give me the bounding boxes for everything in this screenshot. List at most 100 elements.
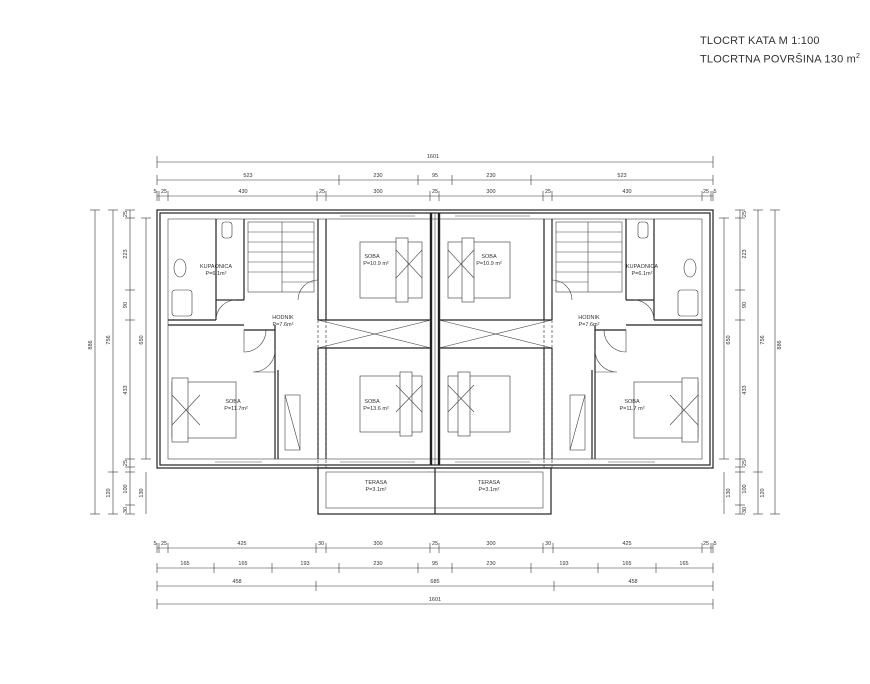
dim-top-430b: 430 (622, 189, 631, 195)
label-soba-left: SOBA (225, 399, 241, 405)
dim-left-90: 90 (123, 302, 129, 308)
dim-top-25b: 25 (319, 189, 325, 195)
dim-top-25d: 25 (545, 189, 551, 195)
washbasin-icon (173, 258, 187, 278)
bed-icon (359, 241, 423, 299)
dim-right-30: 30 (742, 507, 748, 513)
dim-bot2-193b: 193 (559, 561, 568, 567)
dim-top-300b: 300 (486, 189, 495, 195)
top-dimensions: 1601 523 230 95 230 523 5 25 430 25 300 … (153, 154, 717, 201)
dim-top-25c: 25 (432, 189, 438, 195)
building-walls (156, 209, 714, 469)
bathtub-icon (171, 289, 193, 317)
furniture (171, 237, 699, 443)
bed-icon-2 (447, 241, 511, 299)
wardrobe-icon (171, 377, 189, 443)
label-kupaonica-left: KUPAONICA (200, 264, 232, 270)
dim-bot-total: 1601 (429, 597, 441, 603)
nightstand-icon (395, 237, 409, 303)
area-soba-top-right: P=10.9 m² (476, 261, 502, 267)
dim-right-90: 90 (742, 302, 748, 308)
dim-bot2-193a: 193 (300, 561, 309, 567)
label-soba-top-left: SOBA (364, 254, 380, 260)
dim-bot2-165b: 165 (238, 561, 247, 567)
dim-top-5b: 5 (713, 189, 716, 195)
dim-left-100: 100 (123, 484, 129, 493)
dim-bot-25a: 25 (161, 541, 167, 547)
dim-left-120: 120 (106, 488, 112, 497)
dim-top-total: 1601 (427, 154, 439, 160)
bottom-dimensions: 5 25 425 30 300 25 300 30 425 25 5 165 1… (153, 541, 717, 609)
stairs-right (555, 221, 623, 293)
dim-top-300a: 300 (373, 189, 382, 195)
washbasin-icon-right (683, 258, 697, 278)
toilet-icon (221, 221, 233, 239)
dim-top-95: 95 (432, 173, 438, 179)
area-soba-top-left: P=10.9 m² (363, 261, 389, 267)
label-terasa-right: TERASA (478, 480, 500, 486)
dim-right-433: 433 (742, 385, 748, 394)
dim-left-25a: 25 (123, 211, 129, 217)
dim-right-223: 223 (742, 249, 748, 258)
label-soba-center-left: SOBA (364, 399, 380, 405)
dim-right-130: 130 (726, 488, 732, 497)
dim-bot-25c: 25 (703, 541, 709, 547)
dim-left-25b: 25 (123, 460, 129, 466)
dim-left-223: 223 (123, 249, 129, 258)
bathroom-fixtures (171, 221, 699, 317)
dim-left-30: 30 (123, 507, 129, 513)
dim-top-430a: 430 (238, 189, 247, 195)
dim-bot2-230b: 230 (486, 561, 495, 567)
dim-left-433: 433 (123, 385, 129, 394)
dim-bot-30b: 30 (545, 541, 551, 547)
dim-bot2-165d: 165 (679, 561, 688, 567)
wardrobe-icon-2 (399, 371, 413, 437)
right-dimensions: 886 756 120 25 223 90 433 25 100 30 650 … (719, 209, 783, 515)
dim-left-650: 650 (139, 335, 145, 344)
area-hodnik-right: P=7.6m² (579, 322, 600, 328)
title-block: TLOCRT KATA M 1:100 TLOCRTNA POVRŠINA 13… (700, 34, 860, 68)
area-soba-right: P=11.7 m² (619, 406, 644, 412)
area-kupaonica-right: P=6.1m² (632, 271, 653, 277)
doors (215, 279, 655, 451)
dim-bot-300a: 300 (373, 541, 382, 547)
dim-right-120: 120 (760, 488, 766, 497)
area-soba-center-left: P=13.6 m² (363, 406, 389, 412)
dim-left-886: 886 (88, 340, 94, 349)
dim-right-756: 756 (760, 335, 766, 344)
dim-top-230a: 230 (373, 173, 382, 179)
dim-bot2-95: 95 (432, 561, 438, 567)
label-terasa-left: TERASA (365, 480, 387, 486)
dim-top-230b: 230 (486, 173, 495, 179)
nightstand-icon-2 (461, 237, 475, 303)
dim-right-25a: 25 (742, 211, 748, 217)
area-terasa-left: P=3.1m² (366, 487, 387, 493)
dim-bot2-165c: 165 (622, 561, 631, 567)
dim-bot3-458a: 458 (232, 579, 241, 585)
room-labels: KUPAONICA P=6.1m² SOBA P=10.9 m² SOBA P=… (200, 254, 658, 493)
dim-left-130: 130 (139, 488, 145, 497)
dim-bot-30a: 30 (318, 541, 324, 547)
area-kupaonica-left: P=6.1m² (206, 271, 227, 277)
dim-top-523a: 523 (243, 173, 252, 179)
dim-right-650: 650 (726, 335, 732, 344)
dim-left-756: 756 (106, 335, 112, 344)
plan-title: TLOCRT KATA M 1:100 (700, 35, 820, 47)
dim-top-523b: 523 (617, 173, 626, 179)
dim-right-25b: 25 (742, 460, 748, 466)
dim-top-25a: 25 (161, 189, 167, 195)
dim-right-886: 886 (777, 340, 783, 349)
dim-bot2-230a: 230 (373, 561, 382, 567)
dim-bot3-685: 685 (430, 579, 439, 585)
dim-bot3-458b: 458 (628, 579, 637, 585)
toilet-icon-right (637, 221, 649, 239)
dim-bot-425a: 425 (237, 541, 246, 547)
bathtub-icon-right (677, 289, 699, 317)
dim-bot-5b: 5 (713, 541, 716, 547)
dim-bot-5a: 5 (153, 541, 156, 547)
label-hodnik-left: HODNIK (272, 315, 294, 321)
dim-bot-25b: 25 (432, 541, 438, 547)
dim-bot2-165a: 165 (180, 561, 189, 567)
terraces (317, 467, 552, 515)
